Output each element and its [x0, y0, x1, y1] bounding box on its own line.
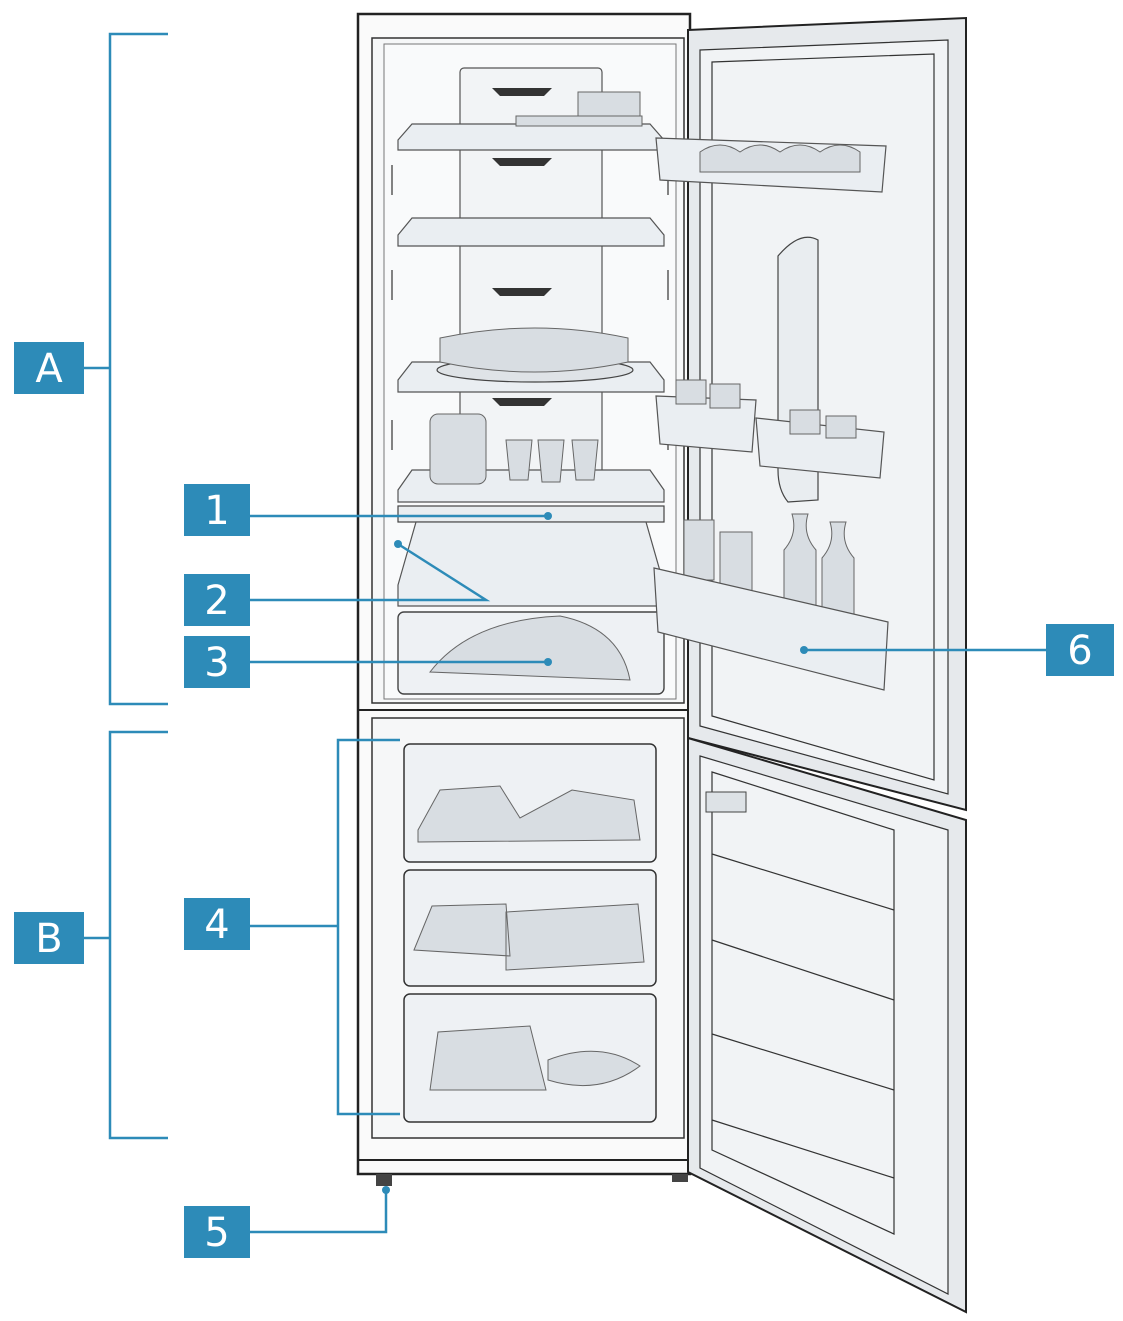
dish: [515, 91, 643, 127]
badge-section-b: B: [14, 912, 84, 964]
badge-item-3: 3: [184, 636, 250, 688]
door-bin-bottle: [653, 567, 889, 691]
badge-text: 1: [204, 488, 229, 534]
badge-text: 6: [1067, 628, 1092, 674]
light-strip: [397, 505, 665, 523]
chill-shelf: [397, 521, 665, 607]
cups: [505, 439, 599, 483]
badge-item-2: 2: [184, 574, 250, 626]
badge-item-4: 4: [184, 898, 250, 950]
badge-text: A: [35, 346, 63, 392]
badge-text: 2: [204, 578, 229, 624]
cake: [439, 327, 629, 373]
leader-4: [250, 738, 400, 1116]
jar: [429, 413, 487, 485]
badge-text: 3: [204, 640, 229, 686]
fridge-illustration: [356, 12, 967, 1314]
badge-text: 4: [204, 902, 229, 948]
badge-text: 5: [204, 1210, 229, 1256]
section-bracket-b: [84, 730, 168, 1140]
section-bracket-a: [84, 32, 168, 706]
glass-shelf: [397, 217, 665, 247]
glass-shelf: [397, 123, 665, 151]
badge-section-a: A: [14, 342, 84, 394]
adjustable-foot: [376, 1174, 392, 1186]
leader-2: [250, 542, 491, 602]
badge-text: B: [35, 916, 62, 962]
badge-item-6: 6: [1046, 624, 1114, 676]
freezer-drawers: [403, 743, 657, 1123]
leader-5: [250, 1190, 388, 1234]
badge-item-1: 1: [184, 484, 250, 536]
badge-item-5: 5: [184, 1206, 250, 1258]
